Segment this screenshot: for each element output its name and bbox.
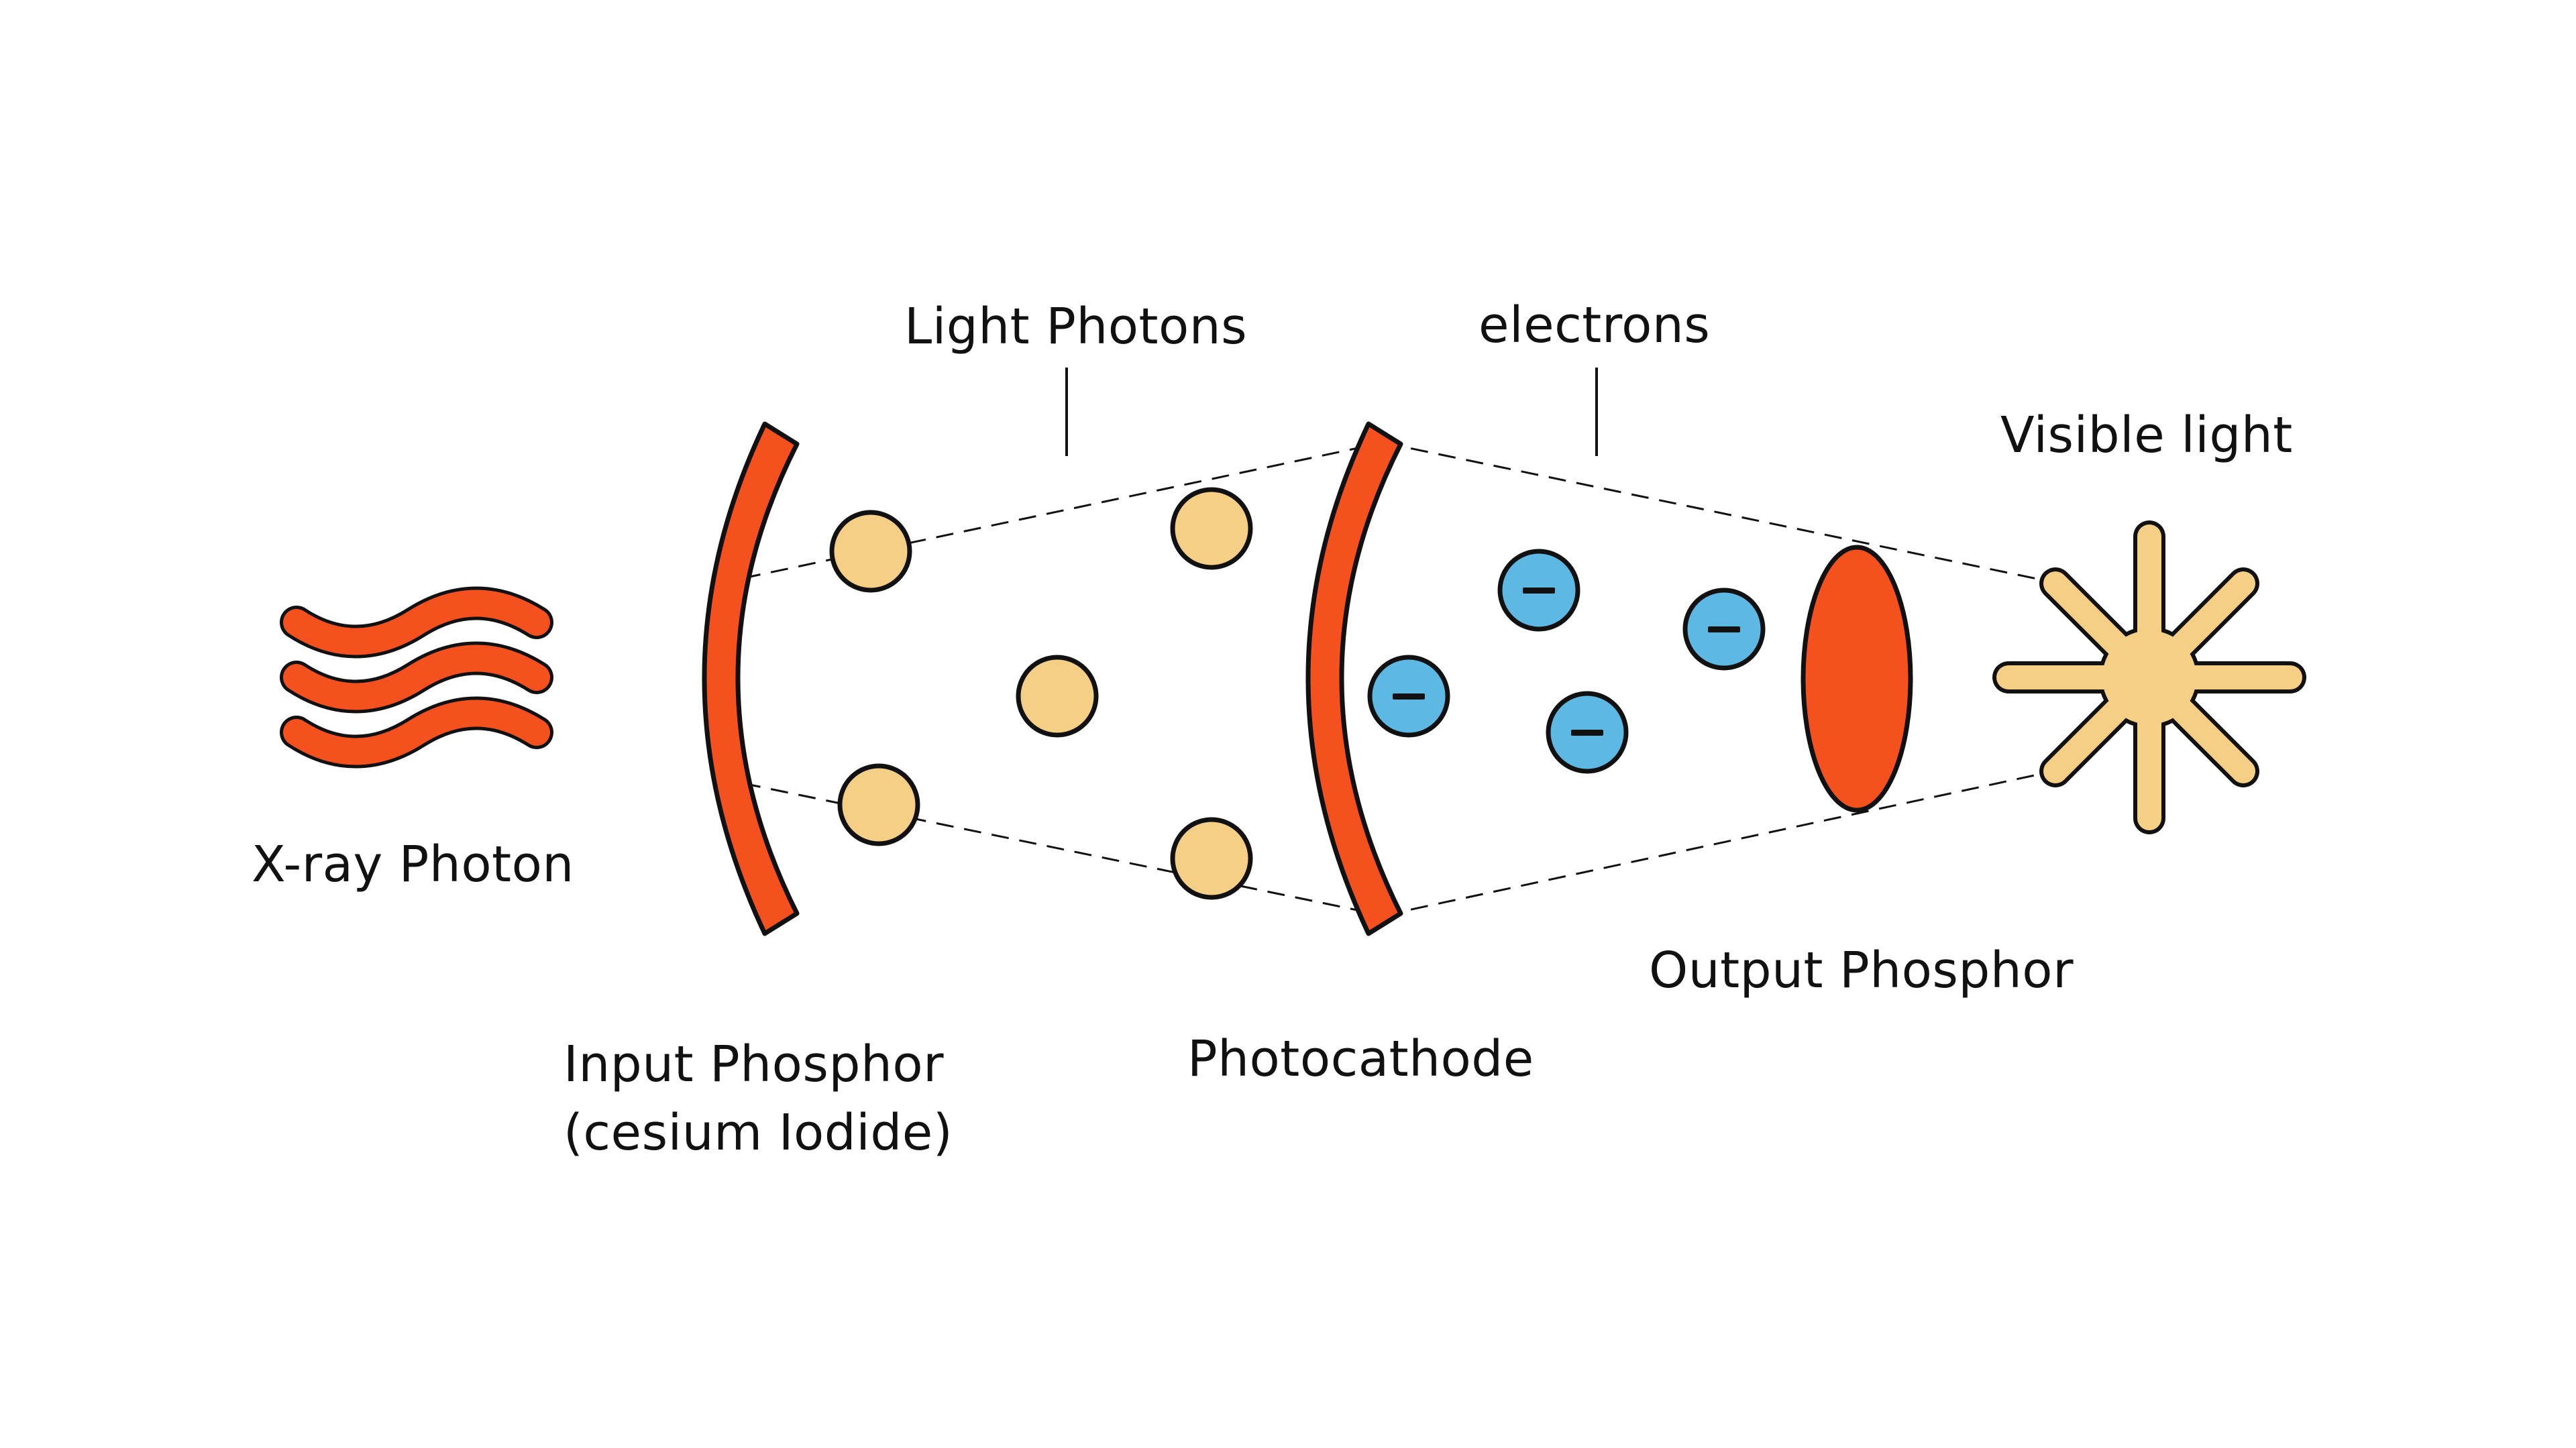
output-phosphor-shape bbox=[1801, 545, 1913, 813]
input-phosphor-shape bbox=[702, 421, 800, 936]
light-photon bbox=[1170, 817, 1253, 900]
visible-light-label: Visible light bbox=[2000, 406, 2293, 464]
photocathode-label: Photocathode bbox=[1187, 1030, 1534, 1088]
light-photon bbox=[837, 763, 920, 846]
input-phosphor-label: Input Phosphor bbox=[564, 1036, 945, 1093]
light-photon bbox=[829, 510, 912, 593]
output-phosphor-label: Output Phosphor bbox=[1649, 942, 2074, 999]
light-photons-label: Light Photons bbox=[904, 298, 1248, 355]
light-photon bbox=[1170, 487, 1253, 570]
electrons-label: electrons bbox=[1479, 296, 1711, 354]
starburst-icon bbox=[1992, 520, 2306, 834]
minus-icon bbox=[1393, 588, 1740, 736]
electrons bbox=[1367, 549, 1766, 774]
dashed-guide-lines bbox=[743, 441, 2060, 917]
electron bbox=[1367, 549, 1766, 774]
wave-lines-icon bbox=[280, 586, 553, 769]
xray-photon-label: X-ray Photon bbox=[252, 836, 574, 893]
light-photons bbox=[829, 487, 1253, 900]
input-phosphor-sublabel: (cesium Iodide) bbox=[564, 1104, 953, 1162]
light-photon bbox=[1016, 655, 1099, 738]
photocathode-shape bbox=[1305, 421, 1403, 936]
